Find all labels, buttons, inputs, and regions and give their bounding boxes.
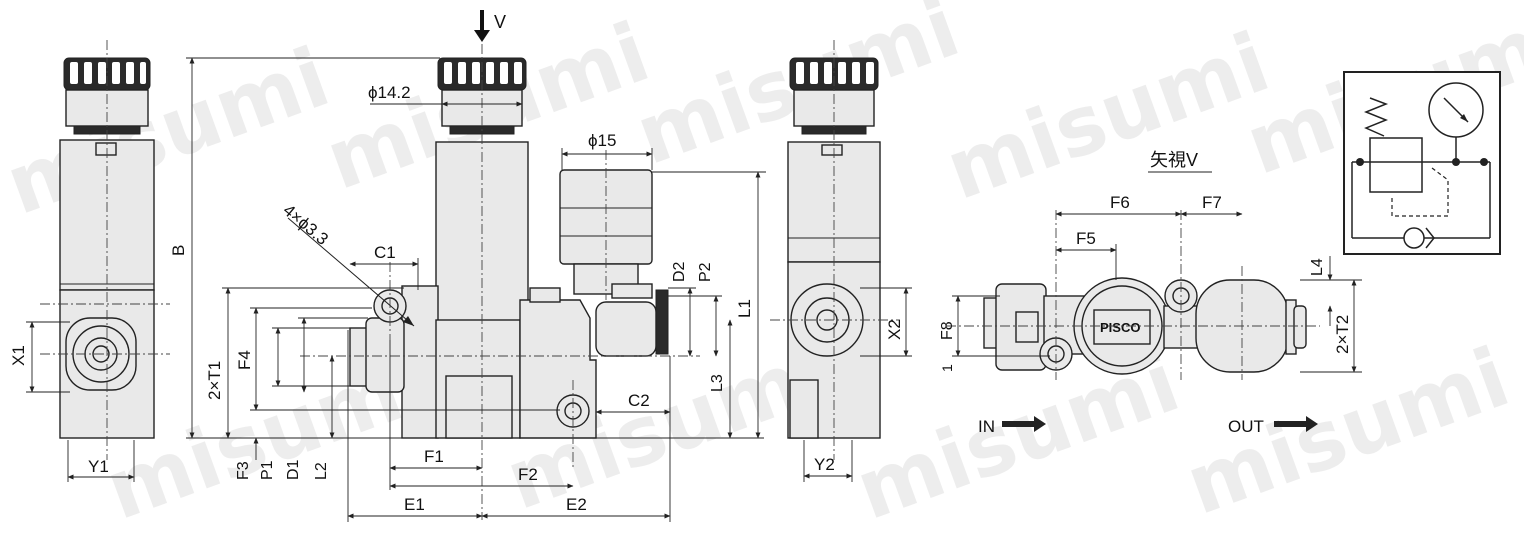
view-v-title: 矢視V xyxy=(1150,150,1198,170)
spring-icon xyxy=(1363,97,1389,137)
dim-label-l4: L4 xyxy=(1309,258,1326,276)
dim-label-knob-diameter: ϕ14.2 xyxy=(368,83,411,102)
view-v: 矢視V PISCO F6 F7 F5 F8 1 xyxy=(939,150,1362,436)
dim-label-p1: P1 xyxy=(259,460,276,480)
dim-label-one: 1 xyxy=(939,364,955,372)
right-side-view: X2 Y2 xyxy=(770,40,912,482)
out-arrow-icon xyxy=(1274,416,1318,432)
valve-block-icon xyxy=(1369,137,1423,193)
dim-label-c1: C1 xyxy=(374,243,396,262)
dim-label-p2: P2 xyxy=(697,262,714,282)
dim-label-gauge-diameter: ϕ15 xyxy=(588,131,616,150)
left-side-view: X1 Y1 xyxy=(9,40,170,482)
dim-label-holes: 4×ϕ3.3 xyxy=(279,201,331,249)
dim-label-d2: D2 xyxy=(671,261,688,282)
dim-label-f4: F4 xyxy=(235,350,254,370)
dim-label-f3: F3 xyxy=(235,461,252,480)
dim-label-f2: F2 xyxy=(518,465,538,484)
out-label: OUT xyxy=(1228,417,1264,436)
in-label: IN xyxy=(978,417,995,436)
dim-label-d1: D1 xyxy=(285,459,302,480)
check-valve-icon xyxy=(1403,227,1425,249)
dim-label-e2: E2 xyxy=(566,495,587,514)
dim-label-f1: F1 xyxy=(424,447,444,466)
dim-label-b: B xyxy=(169,245,188,256)
dim-label-f7: F7 xyxy=(1202,193,1222,212)
dim-label-l1: L1 xyxy=(735,299,754,318)
dim-label-l2: L2 xyxy=(313,462,330,480)
dim-label-l3: L3 xyxy=(709,374,726,392)
watermark: misumi xyxy=(934,15,1281,219)
dim-label-2xt1: 2×T1 xyxy=(205,361,224,400)
regulator-symbol xyxy=(1343,71,1501,255)
dim-label-e1: E1 xyxy=(404,495,425,514)
in-arrow-icon xyxy=(1002,416,1046,432)
dim-label-y1: Y1 xyxy=(88,457,109,476)
front-view: V xyxy=(169,10,766,522)
dim-label-c2: C2 xyxy=(628,391,650,410)
view-arrow-label: V xyxy=(494,12,506,32)
dim-label-2xt2: 2×T2 xyxy=(1333,315,1352,354)
dim-label-f5: F5 xyxy=(1076,229,1096,248)
dim-label-x1: X1 xyxy=(9,345,28,366)
dim-label-f6: F6 xyxy=(1110,193,1130,212)
dim-label-y2: Y2 xyxy=(814,455,835,474)
brand-logo: PISCO xyxy=(1100,320,1140,335)
dim-label-f8: F8 xyxy=(939,321,956,340)
dim-label-x2: X2 xyxy=(885,319,904,340)
